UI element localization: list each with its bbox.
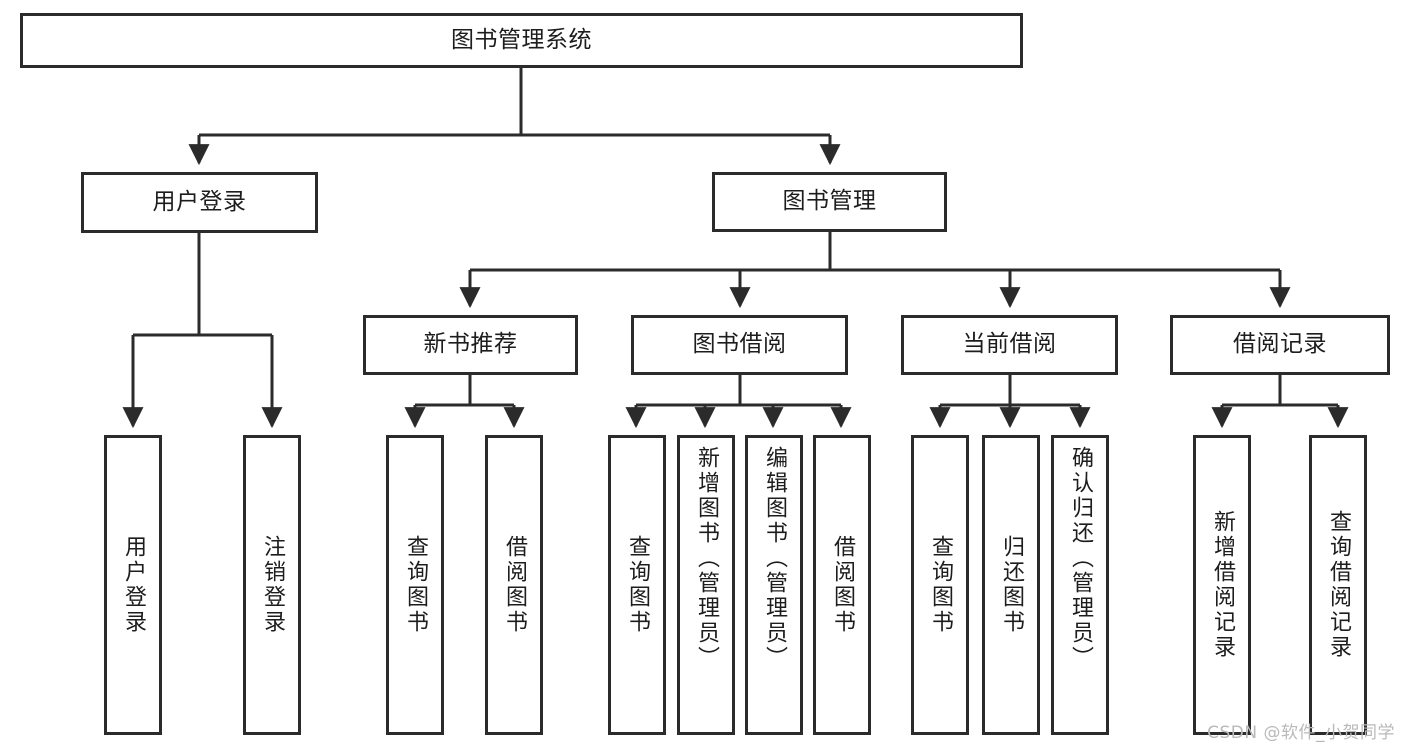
node-label: 图书借阅 bbox=[692, 331, 787, 358]
node-label: 借阅图书 bbox=[502, 535, 527, 635]
node-label: 归还图书 bbox=[999, 535, 1024, 635]
leaf-rec-query-book[interactable]: 查询图书 bbox=[386, 435, 444, 735]
node-label: 查询借阅记录 bbox=[1326, 510, 1351, 660]
node-label: 注销登录 bbox=[260, 535, 285, 635]
node-borrow-record[interactable]: 借阅记录 bbox=[1170, 315, 1390, 375]
leaf-current-query-book[interactable]: 查询图书 bbox=[911, 435, 969, 735]
node-new-book-recommend[interactable]: 新书推荐 bbox=[363, 315, 578, 375]
node-label: 新书推荐 bbox=[423, 331, 518, 358]
node-label: 当前借阅 bbox=[962, 331, 1057, 358]
node-label: 用户登录 bbox=[121, 535, 146, 635]
node-label: 图书管理 bbox=[782, 188, 877, 215]
node-label: 查询图书 bbox=[625, 535, 650, 635]
leaf-borrow-query-book[interactable]: 查询图书 bbox=[608, 435, 666, 735]
node-book-borrow[interactable]: 图书借阅 bbox=[631, 315, 848, 375]
leaf-borrow-edit-book-admin[interactable]: 编辑图书（管理员） bbox=[745, 435, 803, 735]
leaf-current-confirm-return-admin[interactable]: 确认归还（管理员） bbox=[1051, 435, 1109, 735]
leaf-user-logout-action[interactable]: 注销登录 bbox=[243, 435, 301, 735]
node-root-system[interactable]: 图书管理系统 bbox=[20, 13, 1023, 68]
node-label: 编辑图书（管理员） bbox=[762, 446, 787, 671]
leaf-record-query-record[interactable]: 查询借阅记录 bbox=[1309, 435, 1367, 735]
node-label: 借阅记录 bbox=[1233, 331, 1327, 358]
node-user-login[interactable]: 用户登录 bbox=[81, 172, 318, 233]
node-label: 确认归还（管理员） bbox=[1068, 446, 1093, 671]
node-label: 新增借阅记录 bbox=[1210, 510, 1235, 660]
node-label: 新增图书（管理员） bbox=[694, 446, 719, 671]
node-label: 查询图书 bbox=[403, 535, 428, 635]
node-label: 查询图书 bbox=[928, 535, 953, 635]
node-book-management[interactable]: 图书管理 bbox=[712, 172, 947, 232]
csdn-watermark: CSDN @软件_小贺同学 bbox=[1207, 723, 1395, 743]
leaf-record-add-record[interactable]: 新增借阅记录 bbox=[1193, 435, 1251, 735]
leaf-borrow-borrow-book[interactable]: 借阅图书 bbox=[813, 435, 871, 735]
node-label: 借阅图书 bbox=[830, 535, 855, 635]
leaf-rec-borrow-book[interactable]: 借阅图书 bbox=[485, 435, 543, 735]
node-current-borrow[interactable]: 当前借阅 bbox=[901, 315, 1118, 375]
leaf-user-login-action[interactable]: 用户登录 bbox=[104, 435, 162, 735]
node-label: 图书管理系统 bbox=[451, 26, 592, 53]
leaf-borrow-add-book-admin[interactable]: 新增图书（管理员） bbox=[677, 435, 735, 735]
node-label: 用户登录 bbox=[152, 188, 247, 215]
leaf-current-return-book[interactable]: 归还图书 bbox=[982, 435, 1040, 735]
